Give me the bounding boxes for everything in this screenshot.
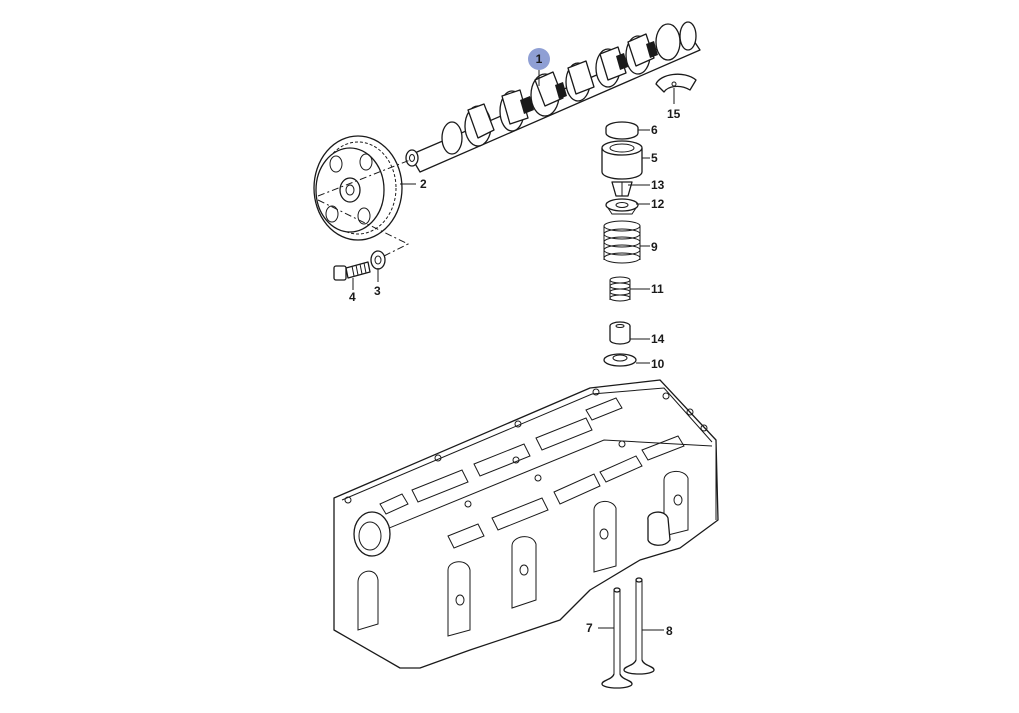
callout-9[interactable]: 9 [651, 240, 658, 254]
leader-lines [352, 70, 675, 631]
callout-1[interactable]: 1 [528, 48, 550, 70]
callout-6[interactable]: 6 [651, 123, 658, 137]
cylinder-head [333, 379, 719, 669]
callout-8[interactable]: 8 [666, 624, 673, 638]
callout-13[interactable]: 13 [651, 178, 665, 192]
camshaft-bearing-shell[interactable] [655, 73, 697, 93]
camshaft-sprocket[interactable] [313, 135, 403, 241]
callout-14[interactable]: 14 [651, 332, 665, 346]
valve-cotters[interactable] [611, 181, 633, 197]
exhaust-valve[interactable] [623, 577, 655, 675]
adjusting-disc[interactable] [605, 121, 639, 140]
callout-11[interactable]: 11 [651, 282, 664, 296]
callout-4[interactable]: 4 [349, 290, 356, 304]
valve-stem-seal[interactable] [609, 321, 631, 345]
callout-2[interactable]: 2 [420, 177, 427, 191]
callout-5[interactable]: 5 [651, 151, 658, 165]
callout-10[interactable]: 10 [651, 357, 665, 371]
sprocket-washer[interactable] [370, 250, 386, 270]
sprocket-bolt[interactable] [333, 261, 371, 281]
callout-7[interactable]: 7 [586, 621, 593, 635]
upper-spring-seat[interactable] [605, 198, 639, 215]
bucket-tappet[interactable] [601, 140, 643, 180]
inner-valve-spring[interactable] [609, 276, 631, 302]
intake-valve[interactable] [601, 587, 633, 689]
callout-15[interactable]: 15 [667, 107, 681, 121]
callout-12[interactable]: 12 [651, 197, 665, 211]
outer-valve-spring[interactable] [603, 220, 641, 264]
camshaft[interactable] [405, 21, 701, 173]
callout-3[interactable]: 3 [374, 284, 381, 298]
lower-spring-seat[interactable] [603, 353, 637, 367]
